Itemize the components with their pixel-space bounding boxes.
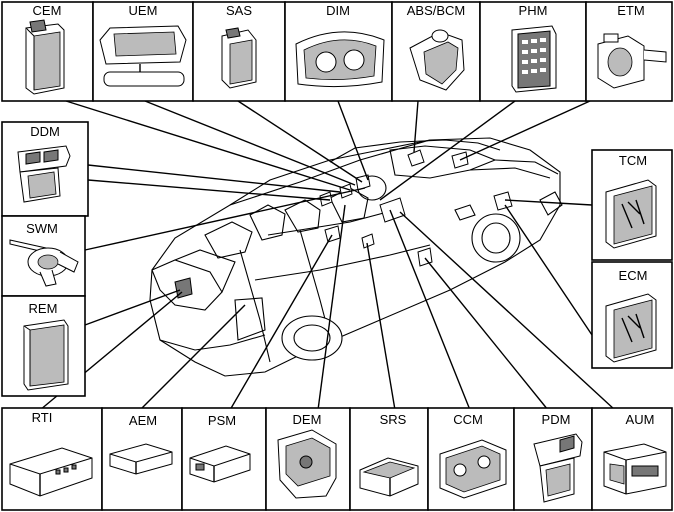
module-label-swm: SWM: [26, 221, 58, 236]
module-label-tcm: TCM: [619, 153, 647, 168]
module-label-srs: SRS: [380, 412, 407, 427]
abs-bcm-unit-icon: [409, 29, 465, 91]
module-label-ecm: ECM: [619, 268, 648, 283]
module-box-ecm: ECM: [591, 261, 673, 369]
leader-uem: [144, 100, 356, 186]
leader-srs: [366, 242, 396, 411]
car-illustration: [149, 137, 563, 377]
module-label-aum: AUM: [626, 412, 655, 427]
module-box-aum: AUM: [591, 407, 673, 511]
leader-ddm: [87, 164, 341, 193]
leader-aem: [139, 304, 246, 411]
module-label-cem: CEM: [33, 3, 62, 18]
leader-cem: [65, 100, 351, 191]
module-label-phm: PHM: [519, 3, 548, 18]
module-box-tcm: TCM: [591, 149, 673, 261]
psm-unit-icon: [189, 445, 251, 483]
module-box-etm: ETM: [585, 1, 673, 102]
cem-unit-icon: [25, 19, 65, 95]
module-box-dem: DEM: [265, 407, 351, 511]
module-box-psm: PSM: [181, 407, 267, 511]
module-label-sas: SAS: [226, 3, 252, 18]
module-box-dim: DIM: [284, 1, 393, 102]
leader-ecm: [504, 204, 593, 336]
uem-unit-icon: [99, 25, 187, 87]
leader-sas: [237, 100, 363, 183]
pdm-unit-icon: [533, 433, 583, 503]
leader-psm: [229, 234, 333, 411]
module-box-cem: CEM: [1, 1, 94, 102]
ddm-unit-icon: [17, 145, 71, 203]
module-box-pdm: PDM: [513, 407, 593, 511]
module-box-abs-bcm: ABS/BCM: [391, 1, 481, 102]
leader-dim: [337, 100, 369, 181]
module-label-pdm: PDM: [542, 412, 571, 427]
module-label-rti: RTI: [32, 410, 53, 425]
module-box-rem: REM: [1, 295, 86, 397]
srs-unit-icon: [359, 457, 419, 497]
dem-unit-icon: [277, 429, 337, 499]
swm-unit-icon: [9, 239, 79, 287]
module-box-aem: AEM: [101, 407, 183, 511]
leader-dem: [317, 204, 346, 411]
leader-swm: [84, 187, 366, 251]
phm-unit-icon: [511, 25, 557, 93]
leader-rem: [84, 289, 181, 326]
module-label-dim: DIM: [326, 3, 350, 18]
module-box-sas: SAS: [192, 1, 286, 102]
ccm-unit-icon: [439, 439, 507, 499]
module-label-rem: REM: [29, 301, 58, 316]
leader-aum: [399, 211, 616, 411]
module-box-rti: RTI: [1, 407, 103, 511]
leader-phm: [379, 100, 516, 201]
leader-pdm: [424, 257, 549, 411]
leader-tcm: [504, 199, 593, 206]
rem-unit-icon: [23, 319, 69, 391]
tcm-unit-icon: [605, 179, 657, 249]
ecm-unit-icon: [605, 293, 657, 363]
rti-unit-icon: [9, 447, 93, 497]
module-label-dem: DEM: [293, 412, 322, 427]
module-label-ccm: CCM: [453, 412, 483, 427]
module-box-ddm: DDM: [1, 121, 89, 217]
leader-etm: [459, 100, 591, 161]
module-box-ccm: CCM: [427, 407, 515, 511]
module-label-abs-bcm: ABS/BCM: [407, 3, 466, 18]
module-label-uem: UEM: [129, 3, 158, 18]
aum-unit-icon: [603, 443, 667, 495]
module-box-uem: UEM: [92, 1, 194, 102]
module-label-aem: AEM: [129, 413, 157, 428]
dim-unit-icon: [295, 31, 385, 88]
module-label-ddm: DDM: [30, 124, 60, 139]
sas-unit-icon: [221, 27, 257, 89]
module-label-etm: ETM: [617, 3, 644, 18]
module-box-phm: PHM: [479, 1, 587, 102]
leader-ccm: [389, 209, 471, 411]
etm-unit-icon: [597, 33, 667, 89]
module-label-psm: PSM: [208, 413, 236, 428]
leader-abs-bcm: [413, 100, 419, 153]
module-box-swm: SWM: [1, 215, 86, 297]
aem-unit-icon: [109, 443, 173, 475]
leader-lines: [39, 100, 616, 411]
module-box-srs: SRS: [349, 407, 429, 511]
leader-ddm-2: [87, 179, 331, 201]
